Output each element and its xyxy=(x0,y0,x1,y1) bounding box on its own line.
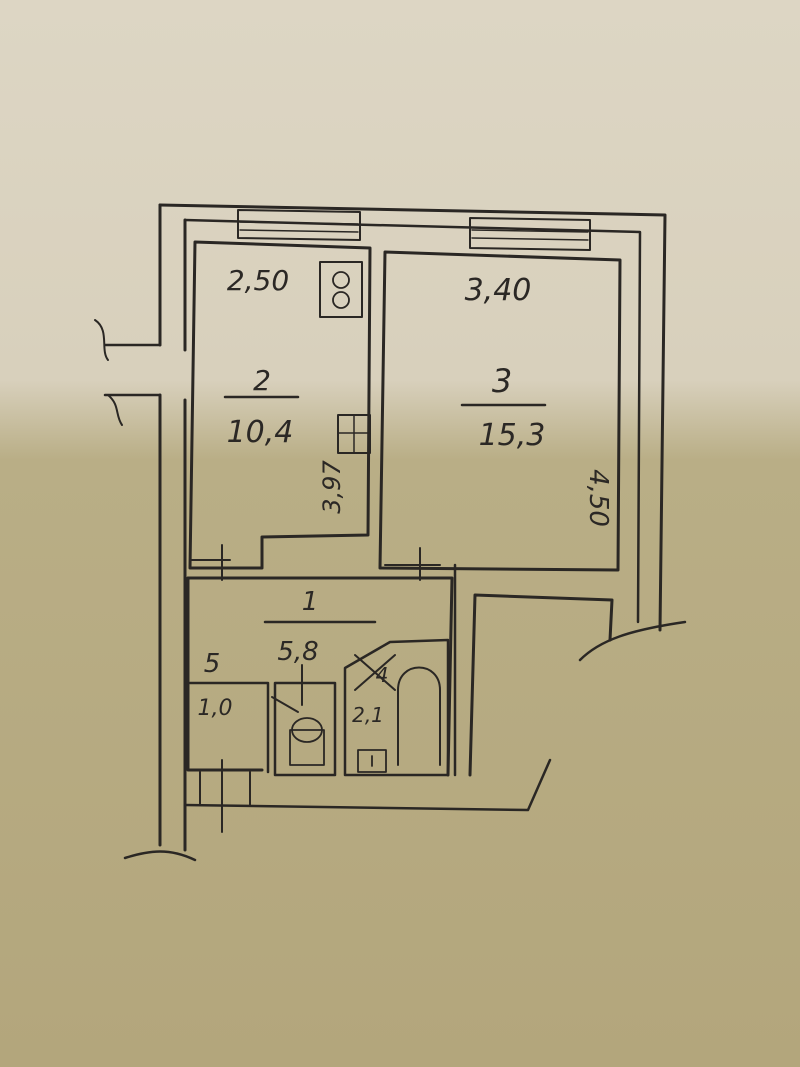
room-1-label: 1 5,8 xyxy=(263,587,377,667)
room-2-number: 2 xyxy=(253,364,271,397)
room-2-area: 10,4 xyxy=(227,415,294,450)
room-1-number: 1 xyxy=(302,587,319,617)
toilet-room xyxy=(273,664,337,777)
bathroom xyxy=(343,638,450,777)
adjacent-space xyxy=(453,563,614,777)
room-3-area: 15,3 xyxy=(479,418,546,453)
room-3-number: 3 xyxy=(492,362,512,400)
hallway xyxy=(186,544,454,777)
kitchen-depth-dimension: 3,97 xyxy=(318,460,346,514)
room-width-dimension: 3,40 xyxy=(465,273,532,308)
living-room xyxy=(378,250,622,572)
room-depth-dimension: 4,50 xyxy=(583,469,613,527)
kitchen-width-dimension: 2,50 xyxy=(227,264,289,297)
room-5-number: 5 xyxy=(204,649,221,679)
room-window xyxy=(469,217,591,251)
room-5-area: 1,0 xyxy=(198,696,233,721)
room-4-number: 4 xyxy=(376,663,389,687)
kitchen-room xyxy=(188,240,372,570)
room-5-label: 5 1,0 xyxy=(198,649,233,721)
room-2-label: 2 10,4 xyxy=(223,364,300,450)
washbasin-icon xyxy=(357,749,387,773)
kitchen-window xyxy=(237,209,361,241)
outer-walls xyxy=(94,203,687,862)
toilet-icon xyxy=(289,717,325,766)
room-3-label: 3 15,3 xyxy=(460,362,547,453)
closet-room xyxy=(188,681,270,833)
room-1-area: 5,8 xyxy=(277,637,318,667)
closet-leader-line xyxy=(271,696,299,713)
room-4-area: 2,1 xyxy=(352,703,384,727)
stove-icon xyxy=(319,261,363,318)
sink-icon xyxy=(337,414,371,454)
room-4-label: 4 2,1 xyxy=(352,663,388,727)
bathtub-icon xyxy=(397,666,441,766)
